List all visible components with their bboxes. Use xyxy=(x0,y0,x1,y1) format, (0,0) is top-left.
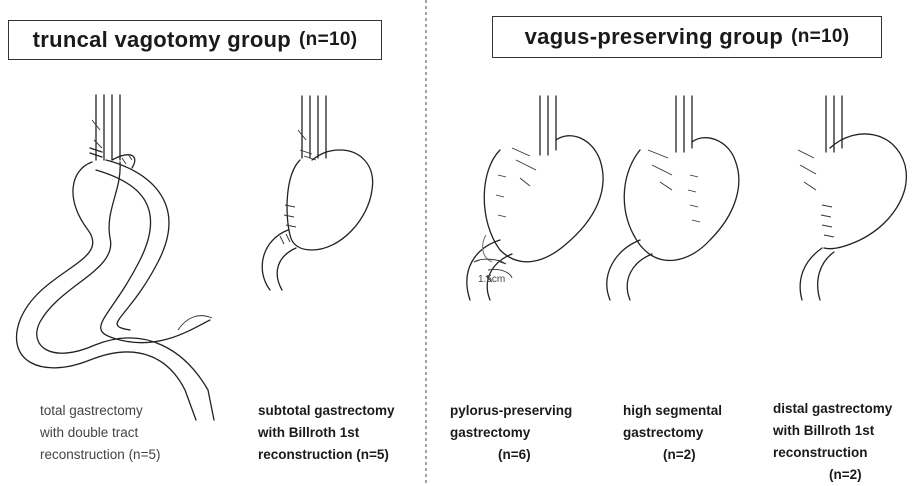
pylorus-length-label: 1.5cm xyxy=(478,274,505,285)
high-segmental-illustration xyxy=(607,96,739,300)
total-gastrectomy-caption: total gastrectomy with double tract reco… xyxy=(40,400,160,466)
distal-gastrectomy-illustration xyxy=(798,96,906,300)
pylorus-preserving-caption: pylorus-preserving gastrectomy (n=6) xyxy=(450,400,572,466)
caption-line: reconstruction xyxy=(773,442,892,464)
caption-line: pylorus-preserving xyxy=(450,400,572,422)
subtotal-gastrectomy-illustration xyxy=(262,96,372,290)
caption-count: (n=5) xyxy=(129,447,161,462)
subtotal-gastrectomy-caption: subtotal gastrectomy with Billroth 1st r… xyxy=(258,400,395,466)
caption-line: with double tract xyxy=(40,422,160,444)
vagus-preserving-count: (n=10) xyxy=(791,26,849,48)
distal-gastrectomy-caption: distal gastrectomy with Billroth 1st rec… xyxy=(773,398,892,486)
caption-line: gastrectomy xyxy=(450,422,572,444)
caption-line: gastrectomy xyxy=(623,422,722,444)
caption-count: (n=5) xyxy=(356,447,389,462)
vagus-preserving-header: vagus-preserving group (n=10) xyxy=(492,16,882,58)
truncal-vagotomy-header: truncal vagotomy group (n=10) xyxy=(8,20,382,60)
caption-line: with Billroth 1st xyxy=(773,420,892,442)
caption-line: reconstruction (n=5) xyxy=(258,444,395,466)
caption-count: (n=2) xyxy=(623,444,722,466)
caption-line: reconstruction (n=5) xyxy=(40,444,160,466)
total-gastrectomy-illustration xyxy=(16,95,214,420)
caption-count: (n=6) xyxy=(450,444,572,466)
truncal-vagotomy-count: (n=10) xyxy=(299,29,357,51)
caption-line: with Billroth 1st xyxy=(258,422,395,444)
truncal-vagotomy-title: truncal vagotomy group xyxy=(33,27,291,53)
caption-line: subtotal gastrectomy xyxy=(258,400,395,422)
caption-line: high segmental xyxy=(623,400,722,422)
caption-line: distal gastrectomy xyxy=(773,398,892,420)
high-segmental-caption: high segmental gastrectomy (n=2) xyxy=(623,400,722,466)
caption-line: total gastrectomy xyxy=(40,400,160,422)
vagus-preserving-title: vagus-preserving group xyxy=(525,24,783,50)
pylorus-preserving-illustration: 1.5cm xyxy=(467,96,603,300)
